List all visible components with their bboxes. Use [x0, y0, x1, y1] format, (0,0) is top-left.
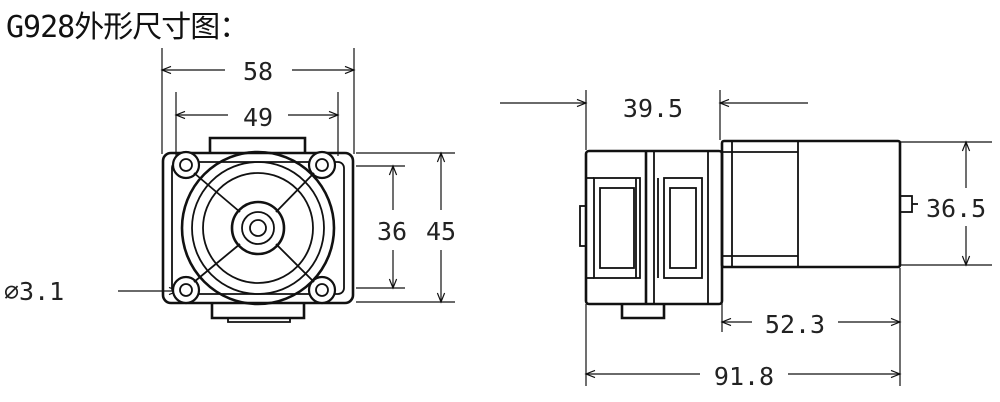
dim-width-inner: 49	[243, 103, 273, 132]
dim-motor-diameter: 36.5	[926, 194, 986, 223]
dim-height-outer: 45	[426, 217, 456, 246]
dim-motor-length: 52.3	[765, 310, 825, 339]
side-view: 39.5 36.5 52.3 91.8	[500, 90, 992, 391]
front-view: 58 49 36 45 ∅3.1	[4, 48, 456, 323]
dim-width-outer: 58	[243, 57, 273, 86]
dim-pump-length: 39.5	[623, 94, 683, 123]
dim-height-inner: 36	[377, 217, 407, 246]
dim-total-length: 91.8	[714, 362, 774, 391]
drawing-title: G928外形尺寸图：	[6, 10, 249, 45]
dim-hole-diameter: ∅3.1	[4, 277, 64, 306]
